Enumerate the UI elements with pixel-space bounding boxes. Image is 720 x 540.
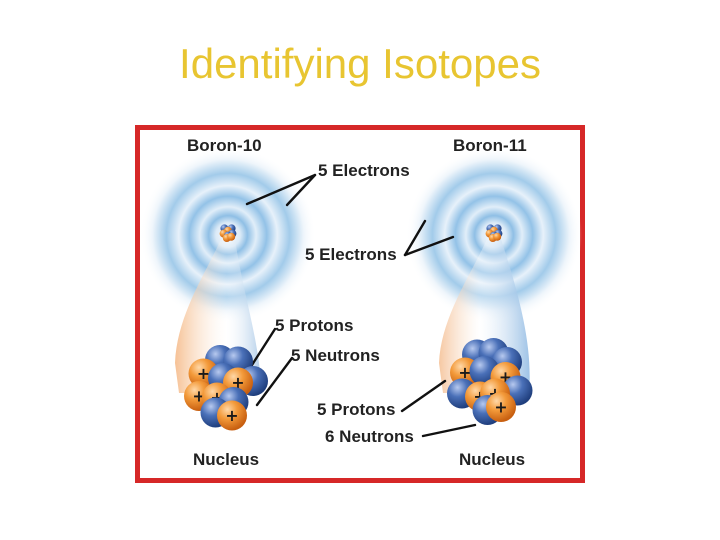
nucleus-large-right: +++++ [447, 338, 533, 425]
isotope-diagram: +++++ +++++ Boron-10 Boron-11 5 Electron… [135, 125, 585, 483]
proton [227, 232, 236, 241]
atom-name-right: Boron-11 [453, 136, 527, 155]
proton: + [217, 400, 247, 431]
proton-plus-sign: + [192, 387, 205, 406]
electrons-label-right: 5 Electrons [305, 245, 397, 264]
nucleus-small-right [485, 224, 503, 242]
proton: + [486, 392, 516, 422]
pointer-lines [241, 173, 477, 438]
proton-plus-sign: + [197, 364, 210, 383]
protons-label-left: 5 Protons [275, 316, 354, 335]
proton-plus-sign: + [494, 398, 507, 417]
proton [493, 232, 502, 241]
atom-name-left: Boron-10 [187, 136, 262, 155]
neutrons-label-right: 6 Neutrons [325, 427, 414, 446]
nucleus-small-left [219, 224, 237, 242]
nucleus-large-left: +++++ [184, 345, 268, 431]
nucleus-label-right: Nucleus [459, 450, 526, 469]
proton-plus-sign: + [458, 363, 471, 382]
slide-title: Identifying Isotopes [179, 40, 541, 87]
diagram-canvas: +++++ +++++ [135, 125, 585, 483]
electrons-label-left: 5 Electrons [318, 161, 410, 180]
proton-plus-sign: + [225, 406, 238, 425]
neutrons-label-left: 5 Neutrons [291, 346, 380, 365]
protons-label-right: 5 Protons [317, 400, 396, 419]
nucleus-label-left: Nucleus [193, 450, 260, 469]
